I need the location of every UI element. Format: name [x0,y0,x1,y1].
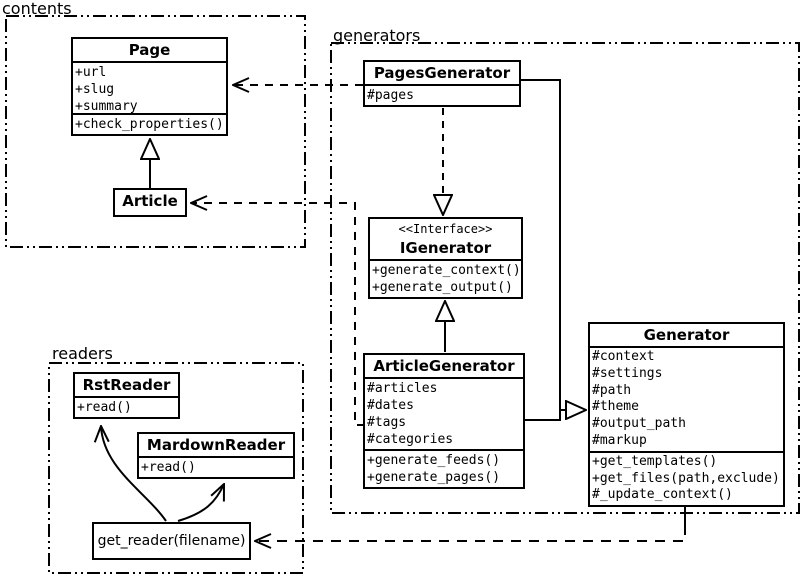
dependency-articlegenerator-to-article [191,203,365,426]
readers-package-border [48,362,304,574]
member-line: +read() [141,460,196,475]
class-generator-attributes: #context#settings#path#theme#output_path… [590,346,783,451]
class-page-methods: +check_properties() [73,113,226,134]
readers-package-label: readers [52,344,113,363]
class-generator-methods: +get_templates()+get_files(path,exclude)… [590,450,783,505]
member-line: #tags [367,415,407,430]
member-line: +generate_context() [372,263,521,278]
class-rstreader-title: RstReader [82,376,171,394]
class-igenerator: <<Interface>> IGenerator +generate_conte… [368,217,523,299]
member-line: +summary [75,99,138,113]
function-get-reader: get_reader(filename) [92,522,251,560]
member-line: #path [592,382,632,398]
class-generator-title: Generator [643,326,730,344]
member-line: +generate_output() [372,280,513,295]
member-line: +url [75,65,107,80]
association-getreader-to-mardownreader [177,484,224,522]
class-articlegenerator-title: ArticleGenerator [373,357,515,375]
class-mardownreader-title: MardownReader [146,436,286,454]
member-line: +generate_feeds() [367,453,501,468]
member-line: +read() [77,400,132,415]
contents-package-label: contents [2,0,72,18]
member-line: #context [592,349,655,364]
member-line: #categories [367,432,454,447]
class-igenerator-methods: +generate_context() +generate_output() [370,259,521,297]
member-line: #_update_context() [592,487,733,503]
generators-package-label: generators [333,26,421,45]
member-line: #theme [592,399,639,415]
member-line: +get_files(path,exclude) [592,470,780,486]
class-page: Page +url +slug +summary +check_properties… [71,37,228,136]
generalization-pagesgenerator-to-generator [520,79,586,410]
class-pagesgenerator: PagesGenerator #pages [363,60,521,107]
class-page-title: Page [128,41,171,59]
class-igenerator-title: IGenerator [399,239,492,257]
class-mardownreader-methods: +read() [139,456,293,477]
class-articlegenerator-attributes: #articles #dates #tags #categories [365,377,523,449]
class-mardownreader: MardownReader +read() [137,432,295,479]
member-line: +get_templates() [592,453,718,469]
dependency-generator-to-getreader [255,525,686,541]
class-rstreader: RstReader +read() [73,372,180,419]
class-generator: Generator #context#settings#path#theme#o… [588,322,785,508]
class-article: Article [113,188,187,217]
class-article-title: Article [122,192,178,210]
class-pagesgenerator-attributes: #pages [365,84,519,105]
generalization-articlegenerator-to-generator-join [525,410,561,421]
member-line: #pages [367,88,414,103]
association-getreader-to-rstreader [101,426,167,522]
generators-package-border [330,42,800,514]
member-line: +generate_pages() [367,470,501,485]
member-line: +check_properties() [75,117,224,132]
member-line: #settings [592,365,663,381]
function-get-reader-label: get_reader(filename) [97,533,246,549]
class-rstreader-methods: +read() [75,396,178,417]
member-line: +slug [75,82,115,97]
contents-package-border [5,15,306,248]
class-articlegenerator-methods: +generate_feeds() +generate_pages() [365,449,523,487]
class-page-attributes: +url +slug +summary [73,61,226,113]
class-articlegenerator: ArticleGenerator #articles #dates #tags #ca… [363,353,525,489]
class-pagesgenerator-title: PagesGenerator [373,64,511,82]
member-line: #markup [592,432,647,448]
class-igenerator-stereotype: <<Interface>> [398,222,493,236]
member-line: #output_path [592,416,686,432]
member-line: #articles [367,381,438,396]
member-line: #dates [367,398,414,413]
